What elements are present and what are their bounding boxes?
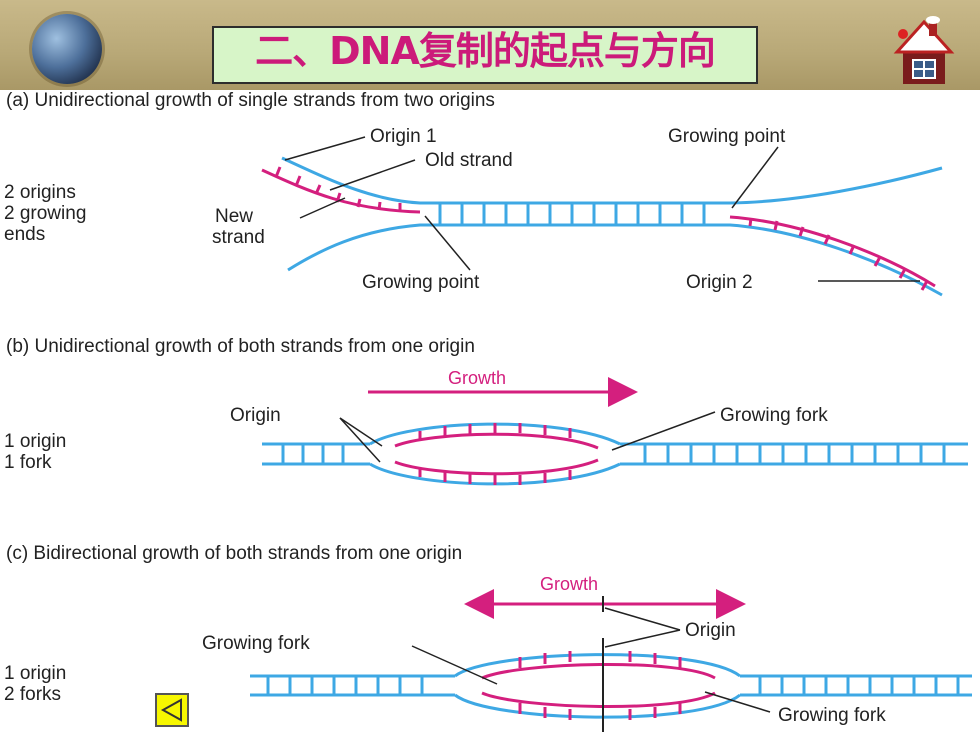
panel-b-side-label-2: 1 fork xyxy=(4,452,52,473)
label-origin-2: Origin 2 xyxy=(686,272,753,293)
header-banner: 二、DNA复制的起点与方向 xyxy=(0,0,980,90)
panel-c-heading: (c) Bidirectional growth of both strands… xyxy=(6,543,462,564)
panel-a-side-label-2: 2 growing xyxy=(4,203,86,224)
panel-c-side-label-1: 1 origin xyxy=(4,663,66,684)
page-title: 二、DNA复制的起点与方向 xyxy=(255,29,716,73)
panel-b-heading: (b) Unidirectional growth of both strand… xyxy=(6,336,475,357)
previous-slide-button[interactable] xyxy=(155,693,189,727)
title-box: 二、DNA复制的起点与方向 xyxy=(212,26,758,84)
panel-a-strands xyxy=(261,156,943,297)
triangle-left-icon xyxy=(160,698,182,722)
globe-icon xyxy=(32,14,102,84)
panel-a-side-label-1: 2 origins xyxy=(4,182,76,203)
panel-b-origin-label: Origin xyxy=(230,405,281,426)
label-origin-1: Origin 1 xyxy=(370,126,437,147)
panel-b-growing-fork-label: Growing fork xyxy=(720,405,828,426)
label-old-strand: Old strand xyxy=(425,150,513,171)
house-icon[interactable] xyxy=(893,14,955,88)
label-growing-point-bottom: Growing point xyxy=(362,272,480,293)
panel-a-side-label-3: ends xyxy=(4,224,45,245)
panel-b-side-label-1: 1 origin xyxy=(4,431,66,452)
label-new-strand-1: New xyxy=(215,206,253,227)
panel-b-strands xyxy=(262,422,968,486)
panel-c-side-label-2: 2 forks xyxy=(4,684,61,705)
panel-b-growth-label: Growth xyxy=(448,368,506,388)
panel-c-growth-label: Growth xyxy=(540,574,598,594)
panel-c-growing-fork-left: Growing fork xyxy=(202,633,310,654)
panel-c-growing-fork-right: Growing fork xyxy=(778,705,886,726)
label-new-strand-2: strand xyxy=(212,227,265,248)
panel-c-origin-label: Origin xyxy=(685,620,736,641)
label-growing-point-top: Growing point xyxy=(668,126,786,147)
replication-diagram: (a) Unidirectional growth of single stra… xyxy=(4,90,972,732)
panel-a-heading: (a) Unidirectional growth of single stra… xyxy=(6,90,495,111)
panel-c-strands xyxy=(250,638,972,732)
